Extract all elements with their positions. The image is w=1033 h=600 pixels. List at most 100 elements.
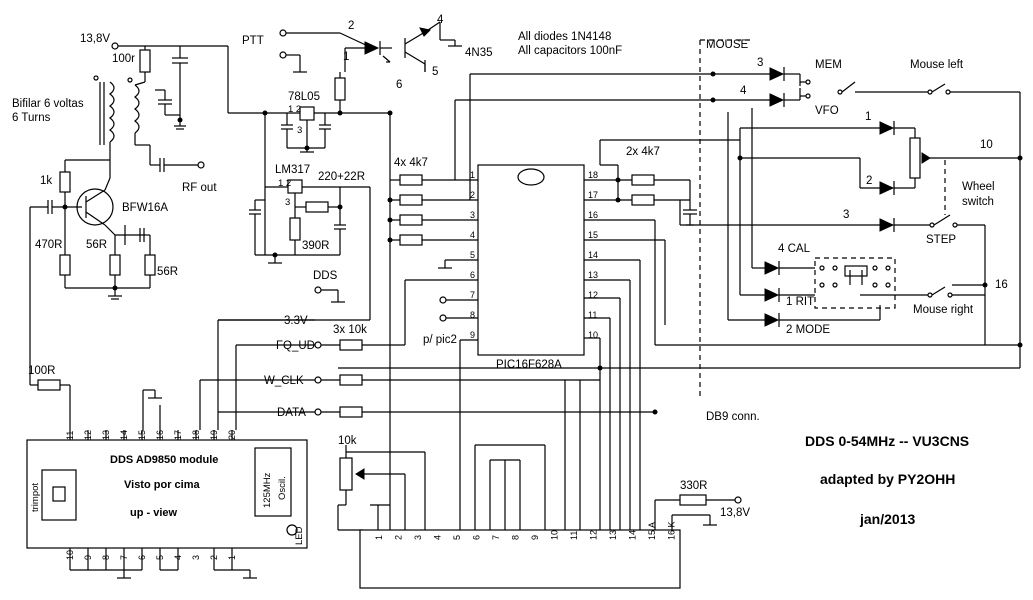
lcd-pin-2: 3 xyxy=(413,535,423,540)
label-lm-pins: 1 2 xyxy=(278,178,291,189)
label-wheel: Wheel xyxy=(962,181,995,193)
wheel-potentiometer xyxy=(909,137,921,179)
label-n4: 4 xyxy=(437,14,444,26)
lcd-pin-13: 14 xyxy=(628,530,638,540)
opto-led xyxy=(364,41,380,55)
label-n1b: 1 xyxy=(865,111,871,123)
label-n4b: 4 xyxy=(740,85,747,97)
label-dds: DDS xyxy=(313,270,338,282)
module-pin-15: 15 xyxy=(137,430,147,440)
module-pin-3: 3 xyxy=(191,555,201,560)
label-n2: 2 xyxy=(348,20,354,32)
module-pin-11: 11 xyxy=(65,431,75,440)
label-bifilar: Bifilar 6 voltas xyxy=(12,98,84,110)
label-78l05: 78L05 xyxy=(288,91,320,103)
label-supply-top: 13,8V xyxy=(80,33,110,45)
module-view: up - view xyxy=(130,507,178,519)
label-caps-note: All capacitors 100nF xyxy=(518,45,622,57)
label-mouse-left: Mouse left xyxy=(910,59,964,71)
lcd-pin-5: 6 xyxy=(472,535,482,540)
pic-pin-17: 17 xyxy=(588,190,598,200)
label-2x4k7: 2x 4k7 xyxy=(626,146,660,158)
pic-pin-9: 9 xyxy=(470,330,475,340)
pic-pin-10: 10 xyxy=(588,330,598,340)
label-diodes-note: All diodes 1N4148 xyxy=(518,31,611,43)
resistor-220-22r xyxy=(305,201,329,213)
mouse-interface xyxy=(454,39,1023,400)
label-470r: 470R xyxy=(35,239,63,251)
date: jan/2013 xyxy=(859,511,915,527)
label-turns: 6 Turns xyxy=(12,112,51,124)
pic-pin-5: 5 xyxy=(470,250,475,260)
lcd-pin-12: 13 xyxy=(608,530,618,540)
pic-pin-3: 3 xyxy=(470,210,475,220)
resistor-470r xyxy=(59,254,71,276)
pic-pin-8: 8 xyxy=(470,310,475,320)
label-data: DATA xyxy=(277,407,306,419)
label-vfo: VFO xyxy=(815,105,839,117)
lcd-pin-3: 4 xyxy=(433,535,443,540)
transistor-bfw16a xyxy=(76,188,114,226)
label-330r: 330R xyxy=(680,480,708,492)
adapted-by: adapted by PY2OHH xyxy=(820,471,955,487)
label-switch: switch xyxy=(962,196,994,208)
label-w-clk: W_CLK xyxy=(264,375,304,387)
lcd-pin-4: 5 xyxy=(452,535,462,540)
lcd-pin-11: 12 xyxy=(589,530,599,540)
pic-pin-6: 6 xyxy=(470,270,475,280)
pic-pin-4: 4 xyxy=(470,230,475,240)
pullup-resistors-4x4k7 xyxy=(387,174,478,246)
module-pin-19: 19 xyxy=(209,430,219,440)
label-reg-pins: 1 2 xyxy=(288,104,301,115)
label-n5: 5 xyxy=(432,66,438,78)
module-pin-17: 17 xyxy=(173,430,183,440)
label-ptt: PTT xyxy=(242,35,264,47)
resistor-56r-b xyxy=(144,254,156,276)
resistor-1k xyxy=(59,171,71,193)
label-osc: Oscil. xyxy=(277,476,288,500)
module-pin-10: 10 xyxy=(65,550,75,560)
label-n1: 1 xyxy=(343,51,349,63)
label-3v3: 3.3V xyxy=(284,315,308,327)
label-4n35: 4N35 xyxy=(465,47,493,59)
label-bfw16a: BFW16A xyxy=(122,202,168,214)
label-rit: 1 RIT xyxy=(786,296,814,308)
transformer-primary xyxy=(109,81,115,143)
module-pin-9: 9 xyxy=(83,555,93,560)
lcd-pin-15: 16 K xyxy=(667,521,677,540)
dds-signal-lines xyxy=(29,319,658,430)
regulator-78l05 xyxy=(299,106,315,121)
lcd-pin-14: 15 A xyxy=(647,522,657,540)
pic-pin-2: 2 xyxy=(470,190,475,200)
lcd-connector xyxy=(337,380,742,589)
resistor-100r xyxy=(139,49,151,73)
label-supply-lcd: 13,8V xyxy=(720,507,750,519)
resistors-2x4k7 xyxy=(599,139,740,226)
pic-pin-15: 15 xyxy=(588,230,598,240)
pic-pin-1: 1 xyxy=(470,170,475,180)
pic16f628a xyxy=(338,164,1020,530)
module-subtitle: Visto por cima xyxy=(124,479,200,491)
label-220-22r: 220+22R xyxy=(318,171,365,183)
pic-pin-13: 13 xyxy=(588,270,598,280)
rf-amplifier xyxy=(29,42,228,365)
label-fq-ud: FQ_UD xyxy=(276,340,315,352)
module-pin-12: 12 xyxy=(83,430,93,440)
label-lm-pin3: 3 xyxy=(285,197,290,208)
module-pin-7: 7 xyxy=(119,555,129,560)
module-pin-1: 1 xyxy=(227,555,237,560)
label-10k: 10k xyxy=(338,435,357,447)
label-390r: 390R xyxy=(302,240,330,252)
label-n16: 16 xyxy=(995,279,1008,291)
module-pin-16: 16 xyxy=(155,430,165,440)
pic-pin-14: 14 xyxy=(588,250,598,260)
transformer-secondary xyxy=(134,84,140,134)
label-rf-out: RF out xyxy=(182,182,217,194)
resistor-opto xyxy=(334,77,346,101)
dds-ad9850-module xyxy=(26,430,308,579)
label-n6: 6 xyxy=(396,79,402,91)
